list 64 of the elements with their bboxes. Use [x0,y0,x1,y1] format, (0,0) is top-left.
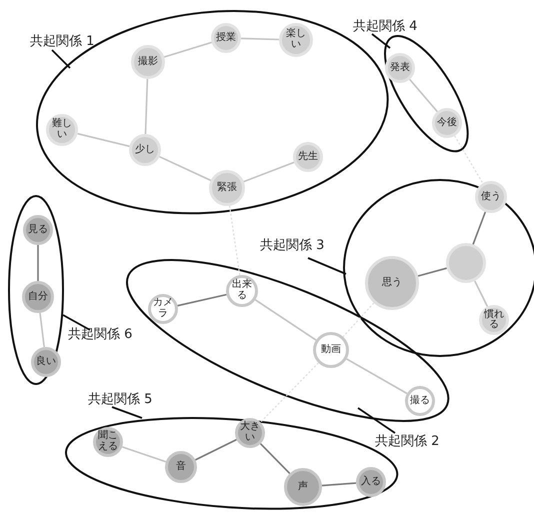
word-node: 今後 [432,108,462,138]
edge-line [164,42,212,58]
cluster-label: 共起関係 5 [88,390,152,408]
edge-line [37,245,39,281]
word-node: 難しい [46,114,78,146]
word-node: 撮影 [130,44,165,79]
word-node: 見る [23,215,53,245]
cluster-label: 共起関係 3 [260,236,324,254]
word-node: 先生 [292,142,323,172]
edge-line [346,358,408,394]
edge-line [454,136,484,184]
edge-line [39,312,45,348]
word-node: 使う [475,181,507,213]
word-node: 動画 [312,332,349,368]
word-node: 自分 [22,281,54,313]
word-node: 入る [356,466,386,497]
word-node: 少し [128,134,161,166]
word-node: 大きい [234,418,265,448]
edge-line [254,299,316,341]
word-node: カメラ [148,294,178,324]
edge-line [260,443,290,474]
word-circle [446,243,486,283]
cluster-ellipse [66,418,398,508]
edge-line [322,482,356,486]
edge-line [144,78,148,134]
cluster-ellipse [9,196,63,384]
cluster-label: 共起関係 2 [375,432,440,450]
cluster-ellipse [384,36,468,152]
leader-line [112,406,142,419]
leader-line [371,33,391,49]
edge-line [177,294,227,306]
edge-line [77,132,130,148]
cluster-label: 共起関係 4 [353,17,418,35]
word-node: 授業 [210,22,241,53]
edge-line [418,267,447,277]
cluster-ellipse [127,260,449,420]
word-node: 良い [31,347,61,377]
word-node: 思う [365,256,419,310]
word-node: 楽しい [278,22,313,57]
edge-line [472,212,486,245]
edge-line [122,446,166,463]
cluster-label: 共起関係 6 [68,325,132,343]
word-node: 発表 [384,52,415,83]
edge-line [409,78,438,112]
word-node: 慣れる [479,305,509,335]
edge-line [229,206,240,276]
word-node: 声 [284,468,322,506]
leader-line [51,49,71,69]
leader-line [62,314,90,331]
word-node: 出来る [226,274,258,307]
leader-line [358,407,396,434]
cluster-label: 共起関係 1 [30,32,94,50]
edge-line [260,362,319,423]
edge-line [159,156,212,182]
edge-line [195,438,237,461]
edge-line [240,38,280,40]
word-node: 撮る [404,386,435,416]
edge-line [342,302,374,338]
edge-line [474,280,488,307]
leader-line [308,257,346,275]
word-node: 緊張 [208,170,245,206]
word-node: 聞こえる [92,426,123,457]
word-node: 音 [164,450,197,483]
edge-line [244,162,294,182]
